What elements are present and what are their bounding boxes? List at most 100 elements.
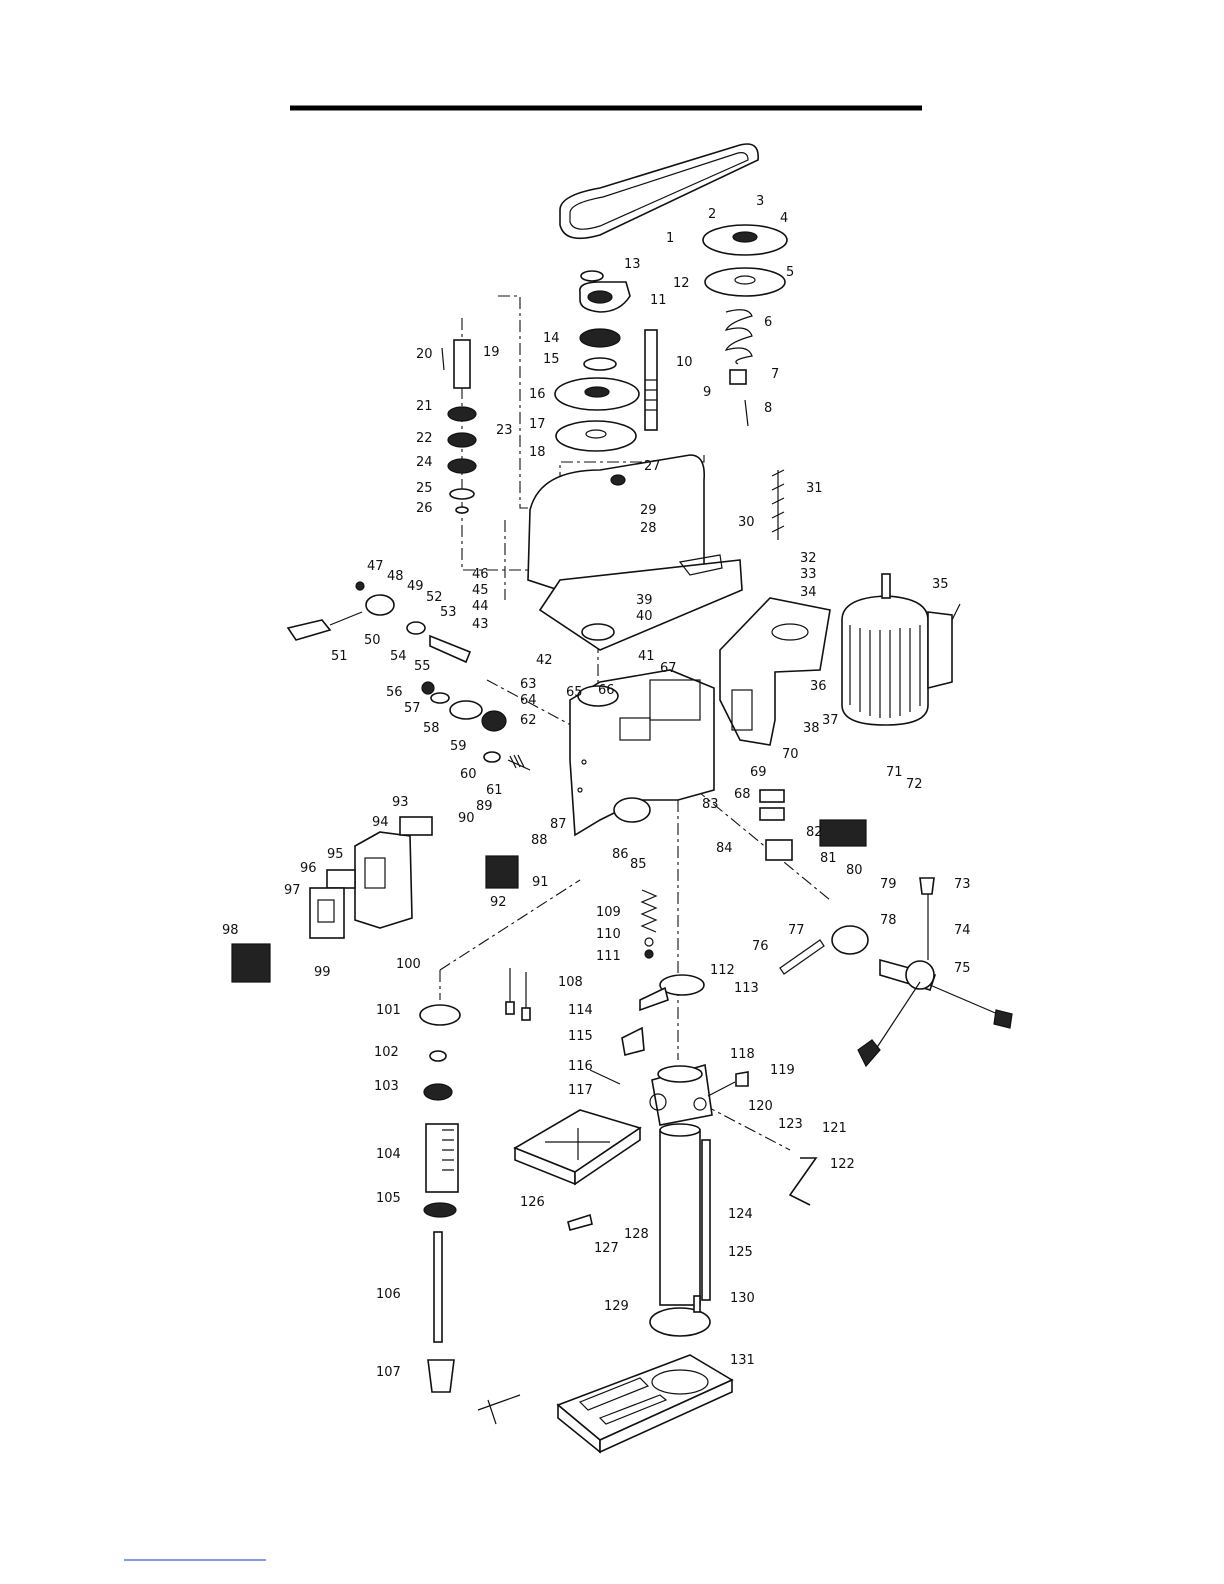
part-label-46: 46 — [472, 567, 489, 582]
part-label-90: 90 — [458, 811, 475, 826]
part-label-94: 94 — [372, 815, 389, 830]
part-label-50: 50 — [364, 633, 381, 648]
part-label-14: 14 — [543, 331, 560, 346]
part-label-42: 42 — [536, 653, 553, 668]
part-label-60: 60 — [460, 767, 477, 782]
part-label-25: 25 — [416, 481, 433, 496]
part-label-74: 74 — [954, 923, 971, 938]
part-label-7: 7 — [771, 367, 779, 382]
part-label-39: 39 — [636, 593, 653, 608]
part-label-70: 70 — [782, 747, 799, 762]
part-label-84: 84 — [716, 841, 733, 856]
part-labels: 1 2 3 4 5 6 7 8 9 10 11 12 13 14 15 16 1… — [222, 194, 971, 1380]
part-label-54: 54 — [390, 649, 407, 664]
head-casting — [569, 669, 715, 837]
part-label-124: 124 — [728, 1207, 753, 1222]
part-label-41: 41 — [638, 649, 655, 664]
part-label-130: 130 — [730, 1291, 755, 1306]
part-label-121: 121 — [822, 1121, 847, 1136]
return-spring — [640, 889, 658, 959]
part-label-36: 36 — [810, 679, 827, 694]
spring — [724, 309, 753, 365]
part-label-96: 96 — [300, 861, 317, 876]
part-label-72: 72 — [906, 777, 923, 792]
part-label-32: 32 — [800, 551, 817, 566]
part-label-117: 117 — [568, 1083, 593, 1098]
part-label-67: 67 — [660, 661, 677, 676]
part-label-1: 1 — [666, 231, 674, 246]
part-label-89: 89 — [476, 799, 493, 814]
part-label-86: 86 — [612, 847, 629, 862]
part-label-27: 27 — [644, 459, 661, 474]
lock-handles — [505, 968, 531, 1021]
part-label-68: 68 — [734, 787, 751, 802]
part-label-35: 35 — [932, 577, 949, 592]
part-label-30: 30 — [738, 515, 755, 530]
part-label-118: 118 — [730, 1047, 755, 1062]
part-label-65: 65 — [566, 685, 583, 700]
part-label-126: 126 — [520, 1195, 545, 1210]
switch-box — [231, 816, 519, 983]
part-label-43: 43 — [472, 617, 489, 632]
part-label-34: 34 — [800, 585, 817, 600]
part-label-11: 11 — [650, 293, 667, 308]
part-label-9: 9 — [703, 385, 711, 400]
part-label-79: 79 — [880, 877, 897, 892]
part-label-17: 17 — [529, 417, 546, 432]
part-label-38: 38 — [803, 721, 820, 736]
part-label-58: 58 — [423, 721, 440, 736]
part-label-18: 18 — [529, 445, 546, 460]
part-label-128: 128 — [624, 1227, 649, 1242]
part-label-131: 131 — [730, 1353, 755, 1368]
shaft — [644, 329, 658, 431]
table-bracket — [589, 974, 818, 1206]
part-label-115: 115 — [568, 1029, 593, 1044]
motor — [841, 573, 961, 726]
part-label-101: 101 — [376, 1003, 401, 1018]
part-label-59: 59 — [450, 739, 467, 754]
part-label-57: 57 — [404, 701, 421, 716]
part-label-112: 112 — [710, 963, 735, 978]
part-label-77: 77 — [788, 923, 805, 938]
part-label-125: 125 — [728, 1245, 753, 1260]
part-label-53: 53 — [440, 605, 457, 620]
small-bushing — [729, 369, 749, 427]
part-label-19: 19 — [483, 345, 500, 360]
part-label-127: 127 — [594, 1241, 619, 1256]
belt — [559, 143, 759, 240]
part-label-87: 87 — [550, 817, 567, 832]
part-label-123: 123 — [778, 1117, 803, 1132]
part-label-8: 8 — [764, 401, 772, 416]
part-label-2: 2 — [708, 207, 716, 222]
part-label-122: 122 — [830, 1157, 855, 1172]
part-label-47: 47 — [367, 559, 384, 574]
part-label-22: 22 — [416, 431, 433, 446]
part-label-55: 55 — [414, 659, 431, 674]
part-label-24: 24 — [416, 455, 433, 470]
part-label-120: 120 — [748, 1099, 773, 1114]
part-label-75: 75 — [954, 961, 971, 976]
part-label-93: 93 — [392, 795, 409, 810]
part-label-110: 110 — [596, 927, 621, 942]
part-label-4: 4 — [780, 211, 788, 226]
pilot-wheel — [779, 939, 1013, 1068]
part-label-64: 64 — [520, 693, 537, 708]
base — [556, 1295, 734, 1454]
part-label-26: 26 — [416, 501, 433, 516]
part-label-100: 100 — [396, 957, 421, 972]
part-label-103: 103 — [374, 1079, 399, 1094]
part-label-23: 23 — [496, 423, 513, 438]
part-label-10: 10 — [676, 355, 693, 370]
part-label-12: 12 — [673, 276, 690, 291]
column — [659, 1123, 711, 1306]
part-label-40: 40 — [636, 609, 653, 624]
part-label-119: 119 — [770, 1063, 795, 1078]
part-label-98: 98 — [222, 923, 239, 938]
part-label-105: 105 — [376, 1191, 401, 1206]
part-label-52: 52 — [426, 590, 443, 605]
part-label-28: 28 — [640, 521, 657, 536]
part-label-107: 107 — [376, 1365, 401, 1380]
pulley-sleeve-stack — [441, 339, 477, 514]
part-label-95: 95 — [327, 847, 344, 862]
part-label-92: 92 — [490, 895, 507, 910]
